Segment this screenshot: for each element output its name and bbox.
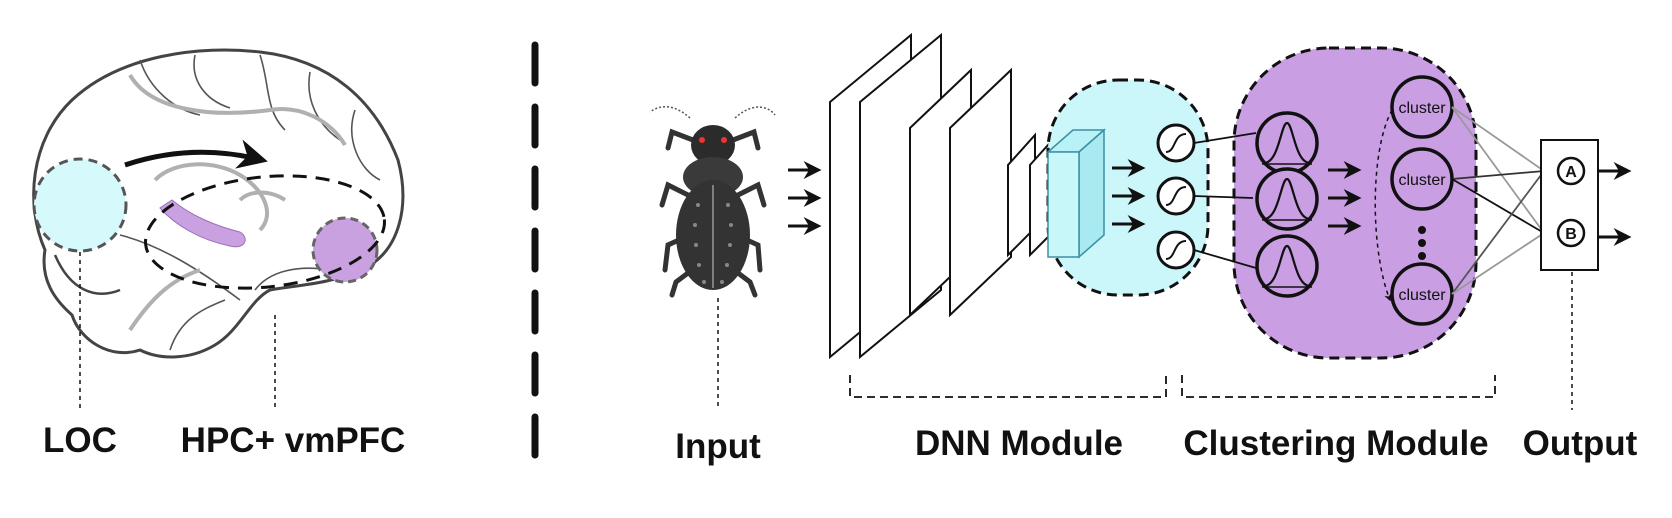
gaussian-units — [1255, 111, 1319, 298]
gaussian-to-cluster-arrows — [1328, 161, 1362, 235]
gaussian-peak-icon — [1255, 167, 1319, 231]
cluster-node: cluster — [1390, 147, 1454, 211]
brain-temporal-contour — [53, 254, 121, 295]
gaussian-peak-icon — [1255, 234, 1319, 298]
clustering-module-label: Clustering Module — [1183, 424, 1488, 463]
cluster-node: cluster — [1390, 75, 1454, 139]
output-arrows — [1599, 162, 1632, 246]
dnn-module-label: DNN Module — [915, 424, 1123, 463]
sigmoid-units — [1156, 123, 1196, 270]
brain-inner-structures — [128, 73, 347, 332]
dnn-module-bracket — [849, 375, 1167, 398]
hpc-vmpfc-loop — [144, 174, 386, 290]
sigmoid-icon — [1156, 123, 1196, 163]
svg-text:cluster: cluster — [1398, 172, 1446, 189]
output-node-a: A — [1556, 156, 1586, 186]
sigmoid-icon — [1156, 230, 1196, 270]
svg-text:A: A — [1565, 164, 1577, 181]
loc-label: LOC — [43, 421, 117, 460]
cluster-node: cluster — [1390, 262, 1454, 326]
gaussian-peak-icon — [1255, 111, 1319, 175]
loc-region — [32, 157, 128, 253]
hpc-region — [159, 199, 246, 248]
feature-cube — [1046, 128, 1106, 259]
pathway-arrow — [124, 139, 268, 169]
output-node-b: B — [1556, 218, 1586, 248]
clustering-module-bracket — [1181, 375, 1496, 398]
hpc-vmpfc-label: HPC+ vmPFC — [181, 421, 406, 460]
sigmoid-to-gaussian-links — [1193, 132, 1257, 269]
brain-gyri — [119, 54, 381, 351]
svg-text:cluster: cluster — [1398, 287, 1446, 304]
brain-panel: LOC HPC+ vmPFC — [32, 48, 406, 460]
dnn-layers — [829, 32, 1058, 360]
sigmoid-icon — [1156, 176, 1196, 216]
cluster-nodes: cluster cluster cluster — [1390, 75, 1454, 326]
input-label: Input — [675, 427, 761, 466]
beetle-icon — [649, 106, 776, 298]
cluster-ellipsis-dots — [1418, 226, 1426, 260]
vmpfc-region — [311, 216, 379, 284]
output-label: Output — [1523, 424, 1638, 463]
cluster-to-output-links — [1451, 106, 1545, 295]
feature-arrows — [1112, 159, 1146, 233]
svg-text:B: B — [1565, 226, 1577, 243]
input-arrows — [788, 161, 822, 235]
svg-text:cluster: cluster — [1398, 100, 1446, 117]
cluster-recurrent-arc — [1374, 109, 1393, 302]
